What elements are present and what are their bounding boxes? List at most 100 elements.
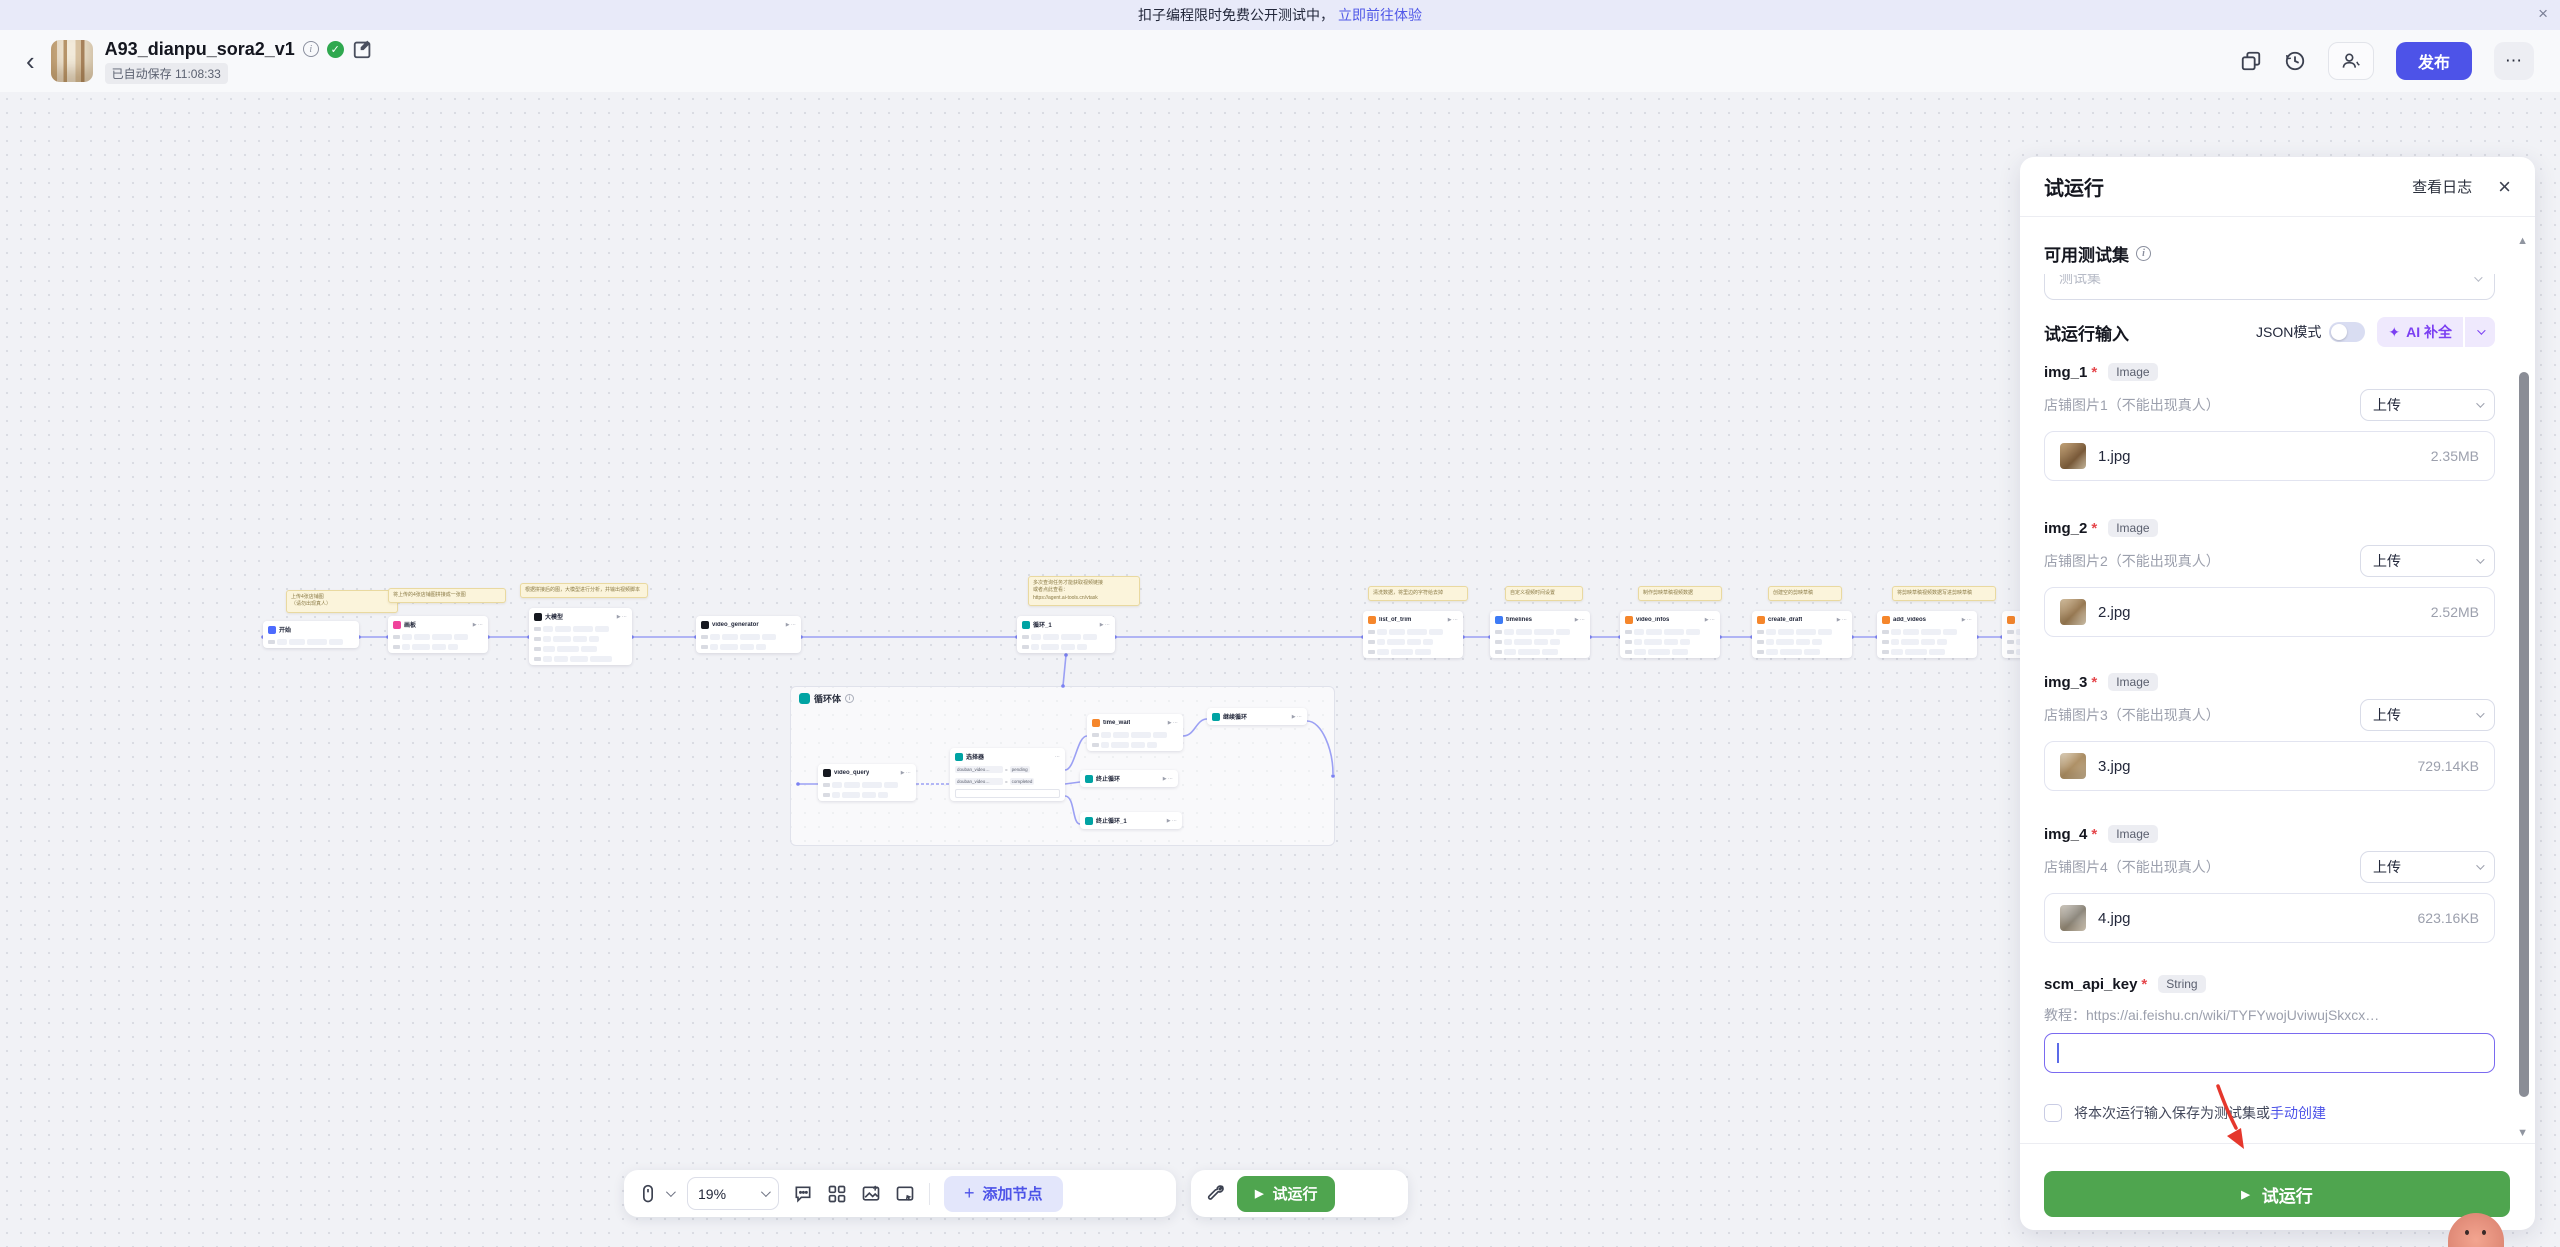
sticky-note[interactable]: 创建空的剪映草稿 — [1768, 586, 1842, 602]
uploaded-file-card[interactable]: 3.jpg 729.14KB — [2044, 741, 2495, 791]
testset-chevron-icon — [2474, 274, 2483, 282]
wrench-icon[interactable] — [1205, 1184, 1225, 1204]
required-asterisk: * — [2091, 673, 2098, 691]
condition-empty-row — [955, 789, 1060, 798]
ai-complete-dropdown[interactable] — [2465, 317, 2495, 347]
duplicate-icon[interactable] — [2240, 50, 2262, 72]
workflow-node-create_draft[interactable]: create_draft▶ ⋯ — [1752, 611, 1852, 658]
node-actions[interactable]: ▶ ⋯ — [785, 621, 796, 628]
workflow-node-画板[interactable]: 画板▶ ⋯ — [388, 616, 488, 653]
node-actions[interactable]: ▶ ⋯ — [1099, 621, 1110, 628]
edit-icon[interactable] — [352, 38, 374, 60]
banner-link[interactable]: 立即前往体验 — [1338, 7, 1422, 23]
mouse-mode-icon[interactable] — [638, 1184, 658, 1204]
upload-select[interactable]: 上传 — [2360, 389, 2495, 421]
publish-button[interactable]: 发布 — [2395, 42, 2472, 80]
comment-icon[interactable] — [793, 1184, 813, 1204]
field-name: img_4 — [2044, 825, 2088, 843]
upload-select[interactable]: 上传 — [2360, 851, 2495, 883]
node-actions[interactable]: ▶ ⋯ — [1447, 616, 1458, 623]
scroll-up-icon[interactable]: ▲ — [2517, 235, 2528, 247]
workflow-node-继续循环[interactable]: 继续循环▶ ⋯ — [1207, 708, 1307, 725]
frame-select-icon[interactable] — [895, 1184, 915, 1204]
layout-grid-icon[interactable] — [827, 1184, 847, 1204]
panel-test-run-button[interactable]: ▶ 试运行 — [2044, 1171, 2510, 1217]
required-asterisk: * — [2091, 363, 2098, 381]
sticky-note[interactable]: 自定义视频时间设置 — [1505, 586, 1583, 602]
node-param-row — [1625, 628, 1715, 635]
workflow-node-video_query[interactable]: video_query▶ ⋯ — [818, 764, 916, 801]
node-actions[interactable]: ▶ ⋯ — [1166, 817, 1177, 824]
workflow-node-video_generator[interactable]: video_generator▶ ⋯ — [696, 616, 801, 653]
banner-close-icon[interactable]: × — [2538, 4, 2548, 23]
scroll-down-icon[interactable]: ▼ — [2517, 1127, 2528, 1139]
node-actions[interactable]: ▶ ⋯ — [1704, 616, 1715, 623]
panel-close-icon[interactable]: × — [2498, 173, 2511, 199]
node-param-row — [823, 781, 911, 788]
sticky-note[interactable]: 制作剪映草稿视频数据 — [1638, 586, 1722, 602]
workflow-node-终止循环[interactable]: 终止循环▶ ⋯ — [1080, 770, 1178, 787]
mouse-mode-chevron-icon[interactable] — [665, 1187, 676, 1198]
test-run-button[interactable]: ▶ 试运行 — [1237, 1175, 1336, 1212]
condition-chip: douban_video… — [955, 766, 1003, 773]
uploaded-file-card[interactable]: 4.jpg 623.16KB — [2044, 893, 2495, 943]
sticky-note[interactable]: 将剪映草稿视频数据写进剪映草稿 — [1892, 586, 1996, 602]
workflow-node-add_videos[interactable]: add_videos▶ ⋯ — [1877, 611, 1977, 658]
node-actions[interactable]: ▶ ⋯ — [900, 769, 911, 776]
node-actions[interactable]: ▶ ⋯ — [616, 613, 627, 620]
add-node-button[interactable]: + 添加节点 — [944, 1175, 1063, 1212]
node-param-row — [1495, 648, 1585, 655]
json-mode-toggle[interactable] — [2329, 322, 2366, 342]
node-param-row — [1882, 628, 1972, 635]
info-icon[interactable]: i — [302, 41, 319, 57]
node-actions[interactable]: ▶ ⋯ — [1961, 616, 1972, 623]
workflow-node-list_of_trim[interactable]: list_of_trim▶ ⋯ — [1363, 611, 1463, 658]
more-button[interactable]: ⋯ — [2494, 42, 2534, 80]
workflow-node-开始[interactable]: 开始 — [263, 621, 359, 648]
verified-badge-icon: ✓ — [326, 40, 344, 58]
node-actions[interactable]: ▶ ⋯ — [472, 621, 483, 628]
node-actions[interactable]: ▶ ⋯ — [1167, 719, 1178, 726]
person-icon — [2342, 53, 2360, 68]
back-button[interactable]: ‹ — [26, 46, 35, 76]
testset-info-icon[interactable]: i — [2136, 246, 2151, 261]
banner-text: 扣子编程限时免费公开测试中， — [1138, 7, 1334, 23]
uploaded-file-card[interactable]: 1.jpg 2.35MB — [2044, 431, 2495, 481]
sticky-note[interactable]: 将上传的4张店铺图拼接成一张图 — [388, 588, 506, 604]
sticky-note[interactable]: 根据拼接后的图，大模型进行分析，并输出视频脚本 — [520, 583, 648, 599]
sticky-note[interactable]: 清洗数据，将里边的字符给去掉 — [1368, 586, 1468, 602]
sticky-note[interactable]: 上传4张店铺图 （请勿出现真人） — [286, 590, 398, 613]
node-param-row — [393, 633, 483, 640]
app-header: ‹ A93_dianpu_sora2_v1 i ✓ 已自动保存 11:08:33… — [0, 30, 2560, 92]
collaborate-button[interactable] — [2327, 42, 2374, 80]
workflow-node-timelines[interactable]: timelines▶ ⋯ — [1490, 611, 1590, 658]
uploaded-file-card[interactable]: 2.jpg 2.52MB — [2044, 587, 2495, 637]
node-actions[interactable]: ▶ ⋯ — [1574, 616, 1585, 623]
node-actions[interactable]: ▶ ⋯ — [1162, 775, 1173, 782]
node-title: 循环_1 — [1033, 623, 1052, 629]
workflow-node-time_wait[interactable]: time_wait▶ ⋯ — [1087, 714, 1183, 751]
node-actions[interactable]: ▶ ⋯ — [1836, 616, 1847, 623]
upload-select[interactable]: 上传 — [2360, 545, 2495, 577]
image-export-icon[interactable] — [861, 1184, 881, 1204]
node-icon — [1368, 615, 1376, 624]
view-logs-link[interactable]: 查看日志 — [2412, 179, 2473, 196]
save-testset-checkbox[interactable] — [2044, 1104, 2062, 1122]
input-field-img_3: img_3 * Image 店铺图片3（不能出现真人） 上传 3.jpg 729… — [2044, 671, 2495, 791]
workflow-node-循环_1[interactable]: 循环_1 ▶ ⋯ — [1017, 616, 1115, 653]
node-actions[interactable]: ⋯ — [1055, 753, 1060, 760]
manual-create-link[interactable]: 手动创建 — [2270, 1105, 2326, 1121]
workflow-node-大模型[interactable]: 大模型▶ ⋯ — [529, 608, 632, 665]
history-icon[interactable] — [2284, 50, 2306, 72]
upload-select[interactable]: 上传 — [2360, 699, 2495, 731]
workflow-node-video_infos[interactable]: video_infos▶ ⋯ — [1620, 611, 1720, 658]
sticky-note[interactable]: 多次查询任务才能获取视频链接 或者点此查看： https://agent.ai-… — [1028, 576, 1140, 606]
workflow-node-终止循环_1[interactable]: 终止循环_1▶ ⋯ — [1080, 812, 1182, 829]
ai-complete-button[interactable]: ✦ AI 补全 — [2377, 317, 2495, 347]
node-actions[interactable]: ▶ ⋯ — [1291, 713, 1302, 720]
zoom-select[interactable]: 19% — [687, 1177, 779, 1210]
scm-api-key-input[interactable] — [2044, 1033, 2495, 1073]
testset-select[interactable]: 测试集 — [2044, 274, 2495, 300]
panel-scrollbar[interactable] — [2519, 372, 2529, 1097]
